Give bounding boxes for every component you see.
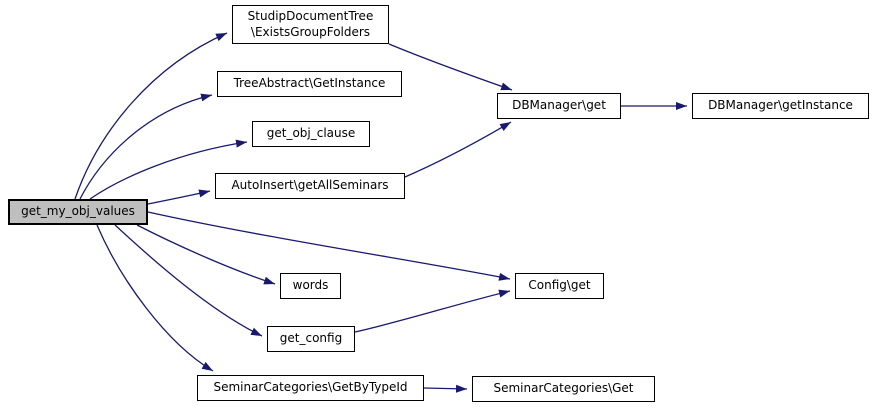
edge-get-my-obj-values-to-exists-group-folders: [74, 32, 228, 200]
edge-get-my-obj-values-to-get-by-type-id: [96, 224, 214, 372]
node-seminar-categories-get-by-type-id[interactable]: SeminarCategories\GetByTypeId: [197, 375, 424, 401]
edge-get-by-type-id-to-seminar-categories-get: [423, 384, 468, 393]
node-get-obj-clause[interactable]: get_obj_clause: [252, 121, 370, 147]
edge-get-all-seminars-to-dbmanager-get: [404, 121, 512, 178]
node-studip-document-tree-exists-group-folders[interactable]: StudipDocumentTree \ExistsGroupFolders: [232, 5, 389, 44]
node-words[interactable]: words: [280, 273, 341, 299]
edge-get-my-obj-values-to-get-all-seminars: [147, 189, 211, 205]
node-dbmanager-get-instance[interactable]: DBManager\getInstance: [692, 93, 869, 119]
edge-get-my-obj-values-to-config-get: [147, 211, 511, 281]
node-get-my-obj-values[interactable]: get_my_obj_values: [8, 199, 148, 225]
edge-get-config-to-config-get: [354, 289, 511, 333]
node-seminar-categories-get[interactable]: SeminarCategories\Get: [472, 376, 655, 402]
node-tree-abstract-get-instance[interactable]: TreeAbstract\GetInstance: [217, 71, 402, 97]
edge-get-my-obj-values-to-words: [136, 224, 276, 285]
edge-exists-group-folders-to-dbmanager-get: [388, 43, 513, 91]
node-auto-insert-get-all-seminars[interactable]: AutoInsert\getAllSeminars: [215, 173, 405, 199]
node-config-get[interactable]: Config\get: [515, 273, 604, 299]
edge-get-my-obj-values-to-get-config: [114, 224, 263, 337]
edge-get-my-obj-values-to-get-obj-clause: [89, 139, 248, 200]
node-dbmanager-get[interactable]: DBManager\get: [497, 93, 621, 119]
edge-get-my-obj-values-to-tree-abstract-get-instance: [79, 93, 213, 200]
node-get-config[interactable]: get_config: [267, 326, 355, 352]
